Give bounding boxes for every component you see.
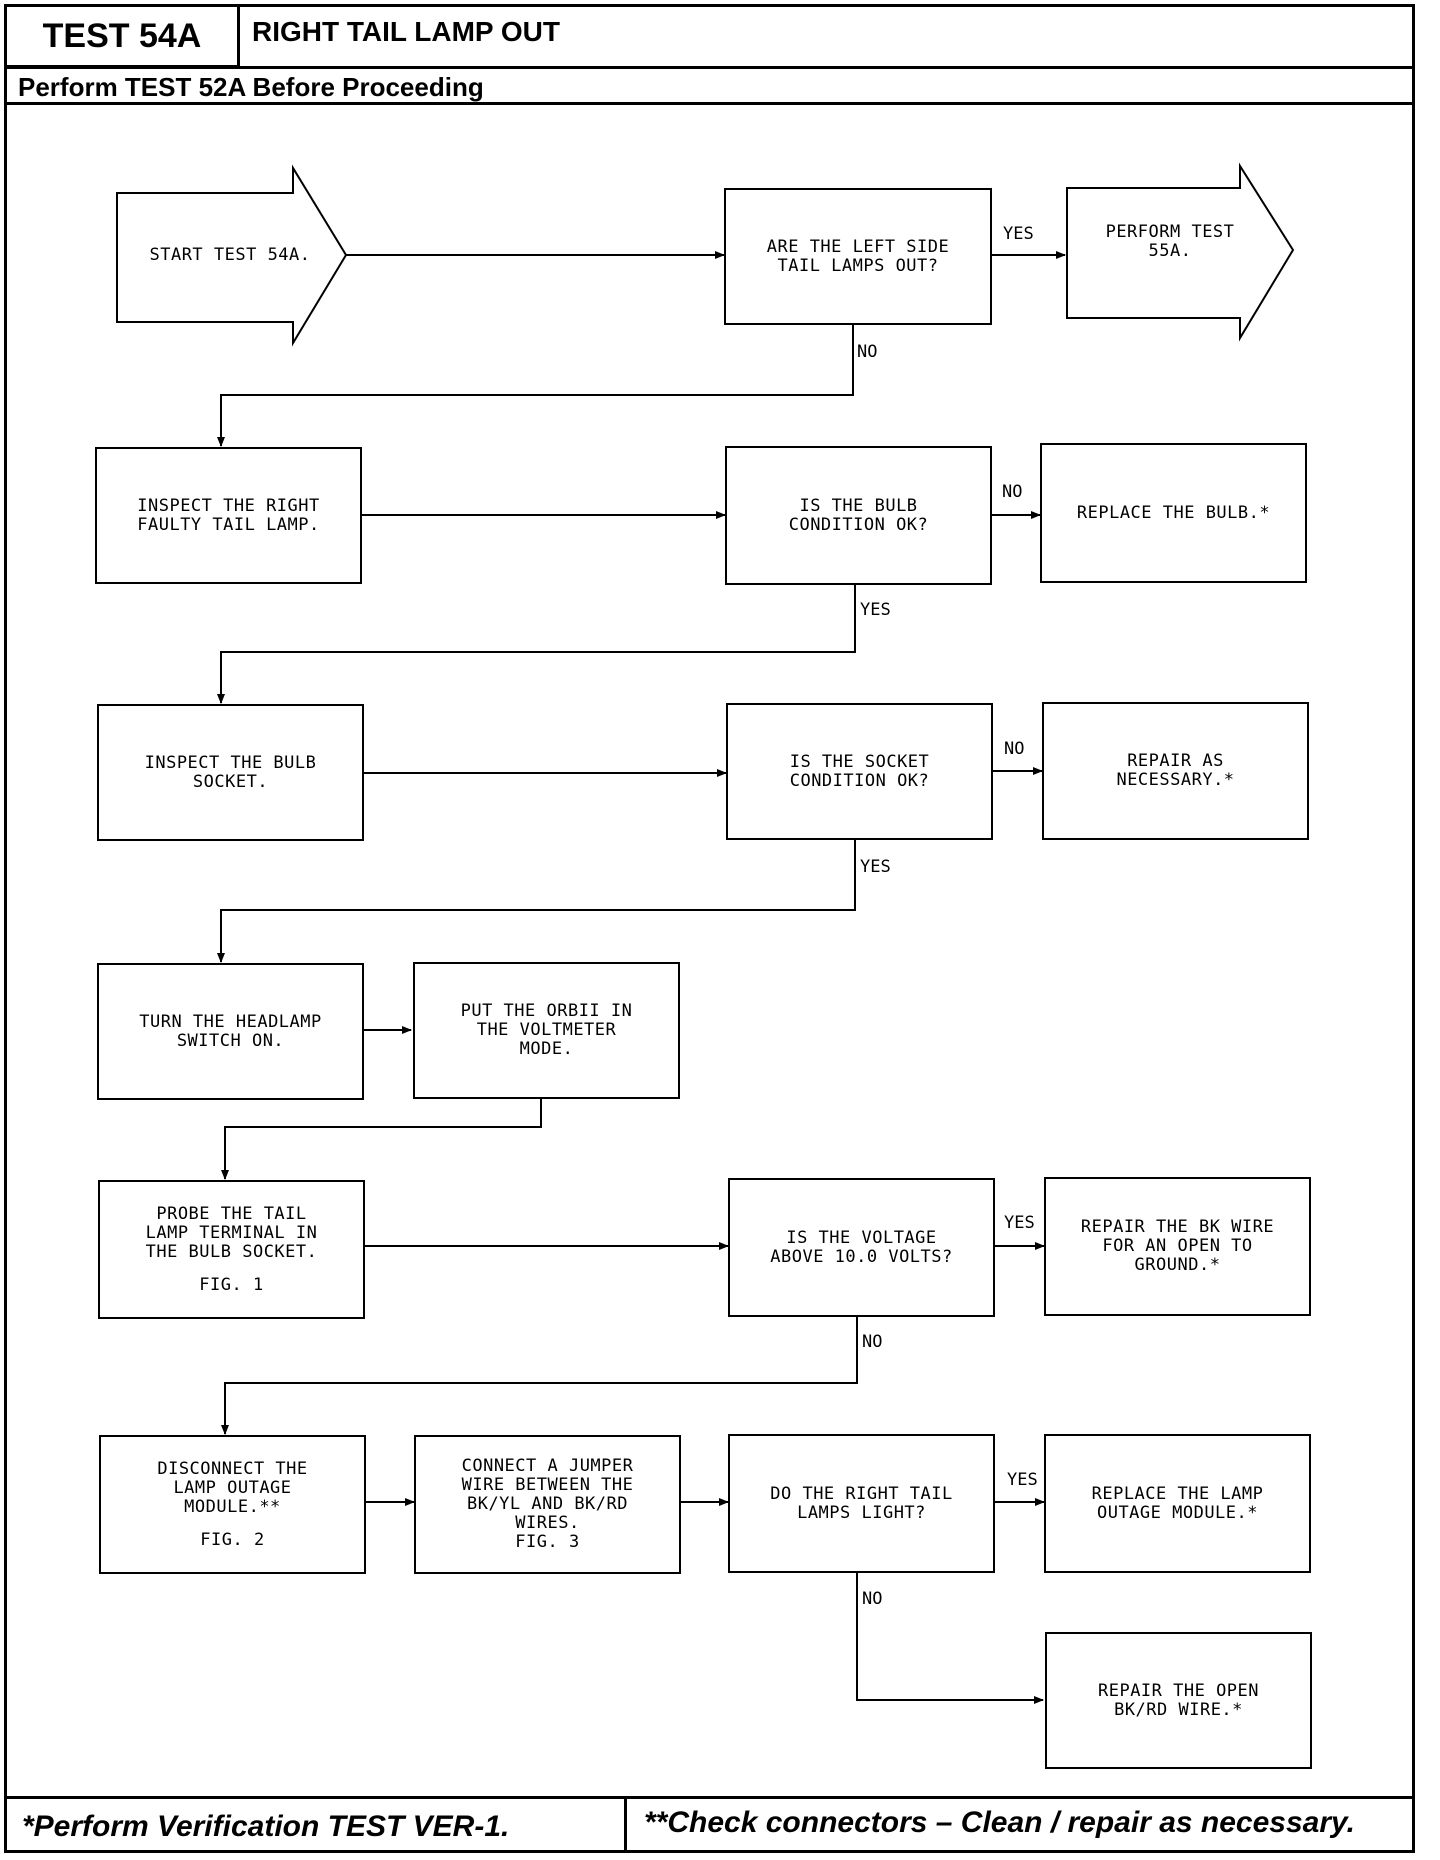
yes-label-lamps: YES [1007,1470,1038,1490]
no-label-socket: NO [1004,739,1025,759]
yes-label-voltage: YES [1004,1213,1035,1233]
lamps-light-question: DO THE RIGHT TAIL LAMPS LIGHT? [728,1434,995,1573]
no-label-bulb: NO [1002,482,1023,502]
yes-label-left-out: YES [1003,224,1034,244]
no-label-left-out: NO [857,342,878,362]
replace-bulb-step: REPLACE THE BULB.* [1040,443,1307,583]
disconnect-module-text: DISCONNECT THE LAMP OUTAGE MODULE.** [157,1458,308,1517]
footer-separator [624,1796,627,1852]
probe-terminal-text: PROBE THE TAIL LAMP TERMINAL IN THE BULB… [145,1203,318,1262]
repair-bk-wire-step: REPAIR THE BK WIRE FOR AN OPEN TO GROUND… [1044,1177,1311,1316]
repair-bkrd-wire-step: REPAIR THE OPEN BK/RD WIRE.* [1045,1632,1312,1769]
probe-terminal-step: PROBE THE TAIL LAMP TERMINAL IN THE BULB… [98,1180,365,1319]
left-side-lamps-question: ARE THE LEFT SIDE TAIL LAMPS OUT? [724,188,992,325]
disconnect-module-step: DISCONNECT THE LAMP OUTAGE MODULE.** FIG… [99,1435,366,1574]
headlamp-switch-step: TURN THE HEADLAMP SWITCH ON. [97,963,364,1100]
yes-label-bulb: YES [860,600,891,620]
replace-module-step: REPLACE THE LAMP OUTAGE MODULE.* [1044,1434,1311,1573]
page-title: RIGHT TAIL LAMP OUT [252,16,560,47]
start-label: START TEST 54A. [149,245,311,265]
voltmeter-mode-step: PUT THE ORBII IN THE VOLTMETER MODE. [413,962,680,1099]
inspect-socket-step: INSPECT THE BULB SOCKET. [97,704,364,841]
socket-condition-question: IS THE SOCKET CONDITION OK? [726,703,993,840]
perform-test-55a-label: PERFORM TEST 55A. [1105,222,1235,261]
test-id: TEST 54A [42,16,202,55]
yes-label-socket: YES [860,857,891,877]
repair-as-necessary-step: REPAIR AS NECESSARY.* [1042,702,1309,840]
footer-connector-note: **Check connectors – Clean / repair as n… [644,1806,1355,1839]
header-divider [4,66,1415,69]
inspect-lamp-step: INSPECT THE RIGHT FAULTY TAIL LAMP. [95,447,362,584]
prerequisite-note: Perform TEST 52A Before Proceeding [18,72,484,102]
page-frame [4,4,1415,1853]
start-arrow-shape [116,164,348,347]
perform-arrow-shape [1066,162,1295,342]
bulb-condition-question: IS THE BULB CONDITION OK? [725,446,992,585]
voltage-question: IS THE VOLTAGE ABOVE 10.0 VOLTS? [728,1178,995,1317]
connect-jumper-step: CONNECT A JUMPER WIRE BETWEEN THE BK/YL … [414,1435,681,1574]
disconnect-figure-ref: FIG. 2 [200,1529,265,1550]
header-divider-bottom [4,102,1415,105]
probe-figure-ref: FIG. 1 [199,1274,264,1295]
no-label-voltage: NO [862,1332,883,1352]
no-label-lamps: NO [862,1589,883,1609]
footer-divider [4,1796,1415,1799]
footer-verification-note: *Perform Verification TEST VER-1. [22,1810,510,1843]
